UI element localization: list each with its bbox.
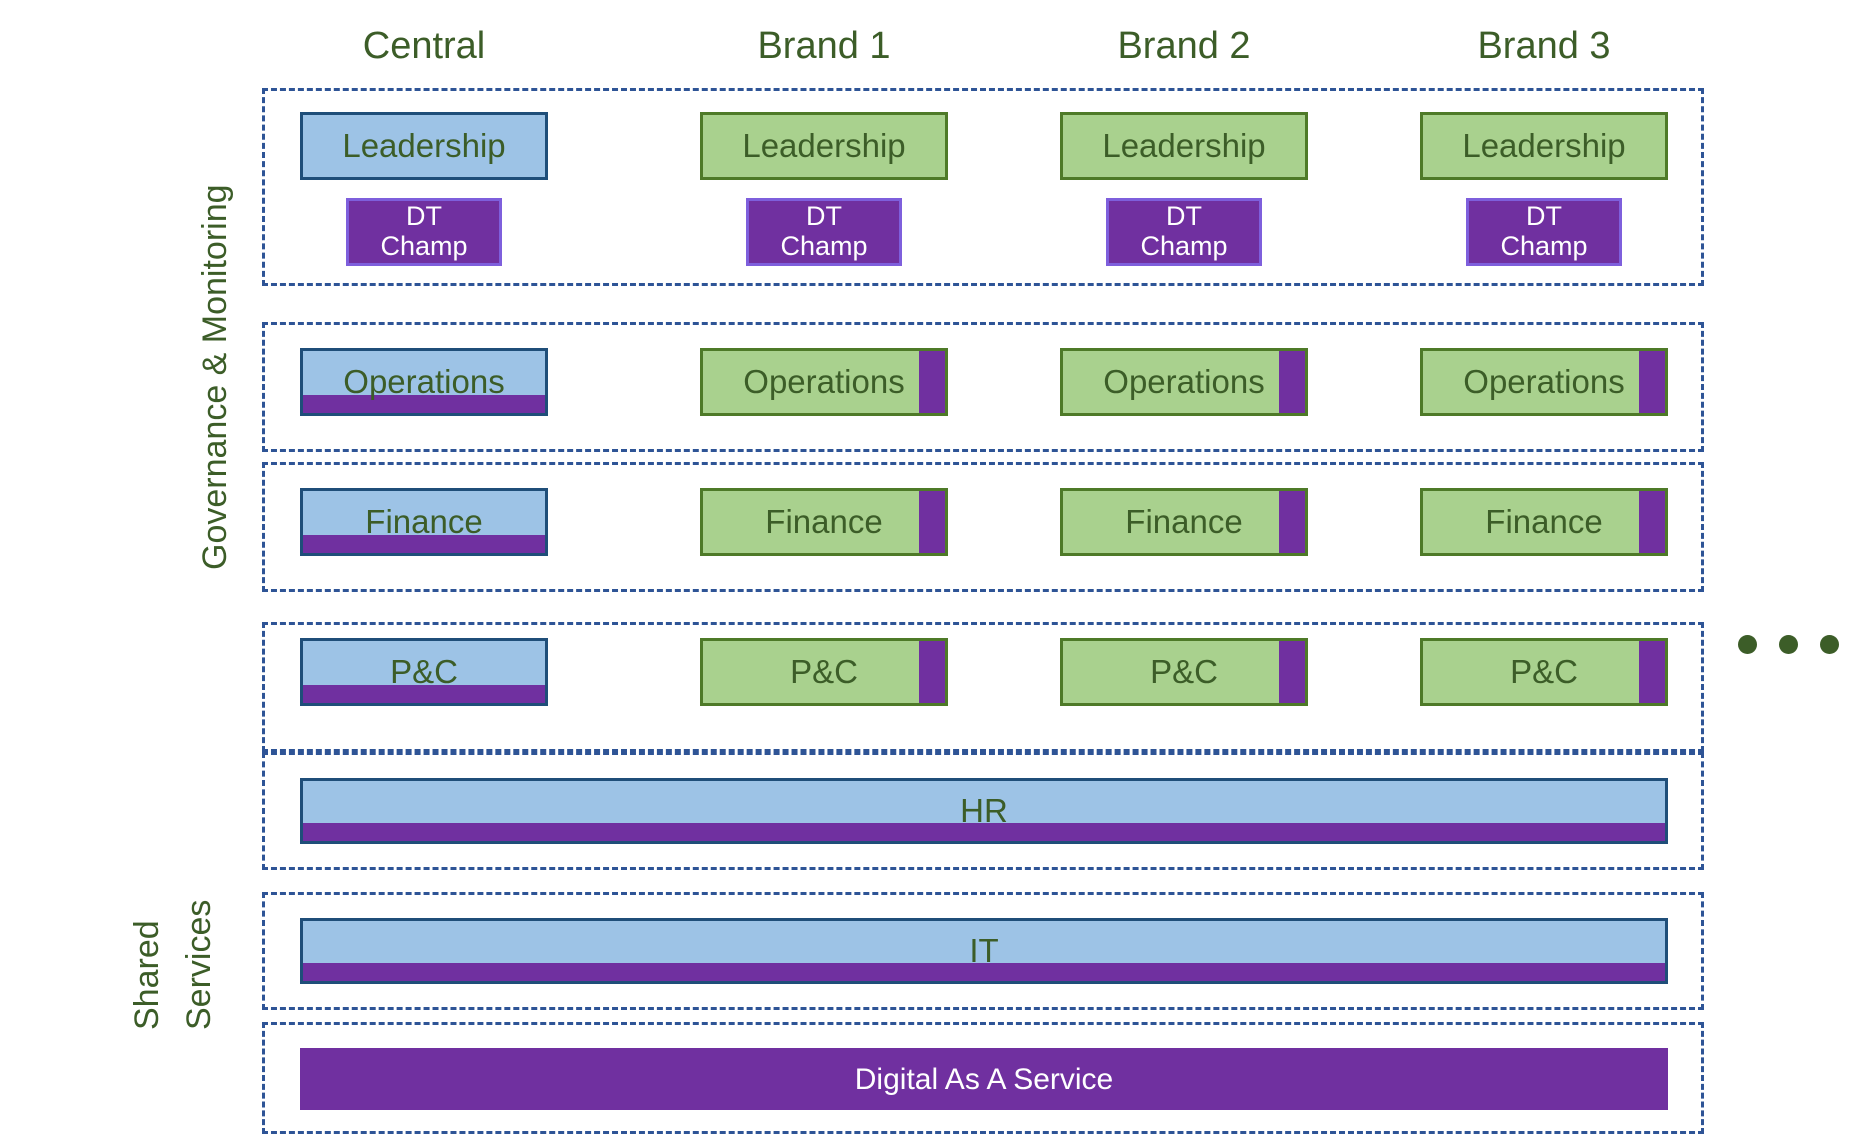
leadership-box-1[interactable]: Leadership: [300, 112, 548, 180]
operations-row-box-3[interactable]: Operations: [1060, 348, 1308, 416]
operations-row-label-4: Operations: [1463, 362, 1625, 400]
column-header-3: Brand 2: [1117, 25, 1251, 67]
ellipsis-dot: [1779, 635, 1798, 654]
leadership-label-1: Leadership: [342, 126, 506, 164]
purple-accent-bar: [1639, 351, 1665, 413]
finance-row-label-1: Finance: [365, 502, 483, 540]
finance-row-box-4[interactable]: Finance: [1420, 488, 1668, 556]
leadership-label-2: Leadership: [742, 126, 906, 164]
ellipsis-dot: [1738, 635, 1757, 654]
side-label-shared-line2: Services: [180, 899, 218, 1030]
hr-band: [262, 752, 1704, 870]
purple-accent-bar: [303, 535, 545, 553]
operations-row-label-2: Operations: [743, 362, 905, 400]
pc-row-box-2[interactable]: P&C: [700, 638, 948, 706]
purple-accent-bar: [1279, 351, 1305, 413]
operations-row-box-4[interactable]: Operations: [1420, 348, 1668, 416]
purple-accent-bar: [919, 641, 945, 703]
pc-row-label-1: P&C: [390, 652, 458, 690]
pc-band: [262, 622, 1704, 752]
hr-band-label: HR: [960, 791, 1008, 829]
purple-accent-bar: [1639, 491, 1665, 553]
column-header-2: Brand 1: [757, 25, 891, 67]
purple-accent-bar: [1279, 641, 1305, 703]
hr-band-box[interactable]: HR: [300, 778, 1668, 844]
operations-row-box-1[interactable]: Operations: [300, 348, 548, 416]
side-label-shared-line1: Shared: [128, 920, 166, 1030]
it-band-box[interactable]: IT: [300, 918, 1668, 984]
leadership-band: [262, 88, 1704, 286]
leadership-box-3[interactable]: Leadership: [1060, 112, 1308, 180]
operations-row-box-2[interactable]: Operations: [700, 348, 948, 416]
column-header-4: Brand 3: [1477, 25, 1611, 67]
finance-row-box-2[interactable]: Finance: [700, 488, 948, 556]
purple-accent-bar: [303, 963, 1665, 981]
it-band-label: IT: [969, 931, 999, 969]
pc-row-box-1[interactable]: P&C: [300, 638, 548, 706]
ellipsis-dot: [1820, 635, 1839, 654]
finance-row-label-4: Finance: [1485, 502, 1603, 540]
purple-accent-bar: [1279, 491, 1305, 553]
purple-accent-bar: [1639, 641, 1665, 703]
daas-band: [262, 1022, 1704, 1134]
finance-row-box-1[interactable]: Finance: [300, 488, 548, 556]
operations-row-label-1: Operations: [343, 362, 505, 400]
it-band: [262, 892, 1704, 1010]
side-label-governance: Governance & Monitoring: [196, 184, 234, 570]
pc-row-label-2: P&C: [790, 652, 858, 690]
leadership-label-3: Leadership: [1102, 126, 1266, 164]
operations-band: [262, 322, 1704, 452]
purple-accent-bar: [303, 685, 545, 703]
purple-accent-bar: [919, 491, 945, 553]
daas-band-label: Digital As A Service: [854, 1062, 1114, 1096]
operations-row-label-3: Operations: [1103, 362, 1265, 400]
more-brands-ellipsis: [1738, 635, 1839, 654]
leadership-box-4[interactable]: Leadership: [1420, 112, 1668, 180]
purple-accent-bar: [303, 823, 1665, 841]
purple-accent-bar: [303, 395, 545, 413]
leadership-box-2[interactable]: Leadership: [700, 112, 948, 180]
finance-row-box-3[interactable]: Finance: [1060, 488, 1308, 556]
finance-band: [262, 462, 1704, 592]
daas-band-box[interactable]: Digital As A Service: [300, 1048, 1668, 1110]
pc-row-label-3: P&C: [1150, 652, 1218, 690]
pc-row-box-4[interactable]: P&C: [1420, 638, 1668, 706]
finance-row-label-3: Finance: [1125, 502, 1243, 540]
purple-accent-bar: [919, 351, 945, 413]
leadership-label-4: Leadership: [1462, 126, 1626, 164]
pc-row-box-3[interactable]: P&C: [1060, 638, 1308, 706]
column-header-1: Central: [362, 25, 486, 67]
finance-row-label-2: Finance: [765, 502, 883, 540]
pc-row-label-4: P&C: [1510, 652, 1578, 690]
